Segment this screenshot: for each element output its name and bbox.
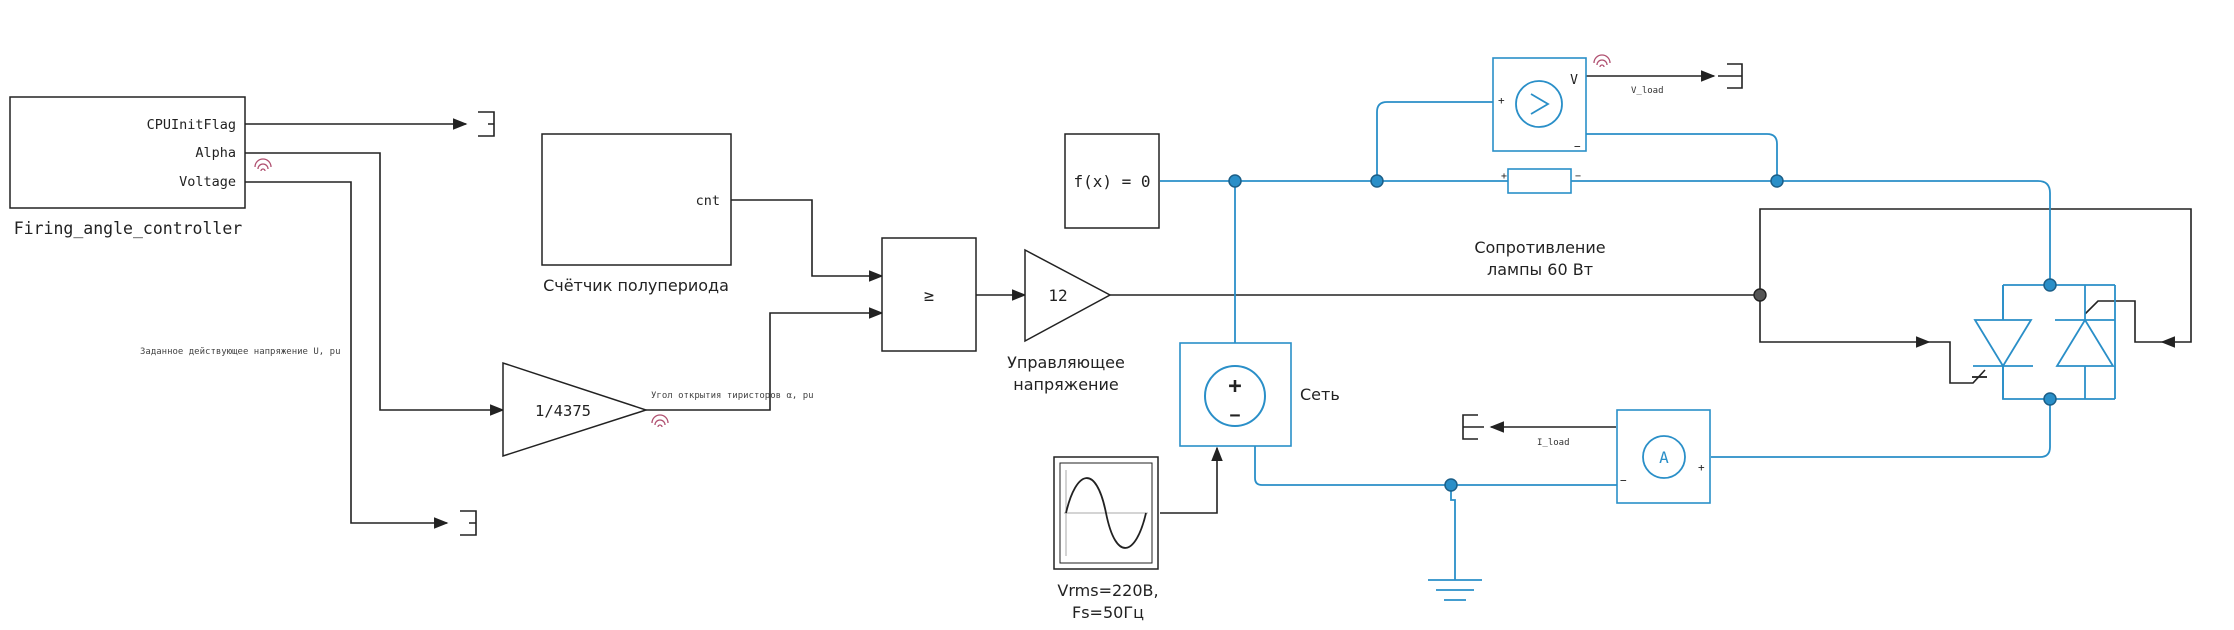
wire-sine-to-source[interactable] — [1160, 446, 1223, 514]
sine-wave-icon — [1064, 470, 1148, 556]
lamp-resistor[interactable]: + − Сопротивление лампы 60 Вт — [1474, 168, 1606, 279]
wire-gain-to-compare[interactable] — [646, 307, 884, 411]
wire-source-to-ground[interactable] — [1254, 446, 1626, 486]
asensor-plus: + — [1698, 461, 1705, 474]
controller-name: Firing_angle_controller — [14, 219, 243, 238]
gain-alpha-value: 1/4375 — [535, 402, 591, 420]
sine-label-2: Fs=50Гц — [1072, 603, 1144, 622]
voltage-sensor-icon[interactable]: V + − V_load — [1492, 57, 1664, 153]
terminator-icon[interactable] — [1462, 414, 1484, 440]
annotation-angle: Угол открытия тиристоров α, pu — [651, 391, 814, 401]
sine-label-1: Vrms=220В, — [1057, 581, 1158, 600]
asensor-minus: − — [1620, 474, 1627, 487]
physical-wires — [1160, 101, 2116, 580]
signal-logging-icon[interactable] — [1593, 54, 1611, 68]
terminator-icon[interactable] — [460, 510, 477, 536]
source-label: Сеть — [1300, 385, 1340, 404]
iload-label: I_load — [1537, 438, 1570, 448]
asensor-letter: A — [1659, 448, 1669, 467]
terminator-icon[interactable] — [1718, 63, 1743, 89]
port-alpha: Alpha — [195, 145, 236, 161]
wire-gate-2[interactable] — [1759, 208, 2192, 348]
signal-logging-icon[interactable] — [651, 414, 669, 428]
lamp-plus: + — [1501, 171, 1507, 182]
thyristor-icon[interactable] — [2055, 285, 2115, 399]
gate-wire-1 — [1929, 341, 1986, 384]
wire-cnt-to-compare[interactable] — [731, 199, 884, 282]
gain-12-value: 12 — [1048, 286, 1067, 305]
vsensor-port: V — [1570, 73, 1578, 88]
wire-voltage[interactable] — [245, 181, 449, 529]
gain-12-label-2: напряжение — [1013, 375, 1118, 394]
signal-logging-icon[interactable] — [254, 158, 272, 172]
vsensor-plus: + — [1498, 94, 1505, 107]
ac-voltage-source[interactable]: + − Сеть — [1179, 342, 1340, 447]
gain-12-label-1: Управляющее — [1007, 353, 1125, 372]
counter-label: Счётчик полупериода — [543, 276, 729, 295]
gain-alpha-block[interactable]: 1/4375 — [502, 361, 649, 458]
vload-label: V_load — [1631, 86, 1664, 96]
ground-icon[interactable] — [1428, 579, 1482, 601]
current-sensor-icon[interactable]: A + − I_load — [1537, 409, 1711, 504]
thyristor-icon[interactable] — [1972, 285, 2033, 399]
bus-top-right[interactable] — [1571, 180, 2051, 285]
wire-gate-1[interactable] — [1759, 295, 1931, 348]
sine-generator[interactable]: Vrms=220В, Fs=50Гц — [1053, 456, 1159, 622]
lamp-label-2: лампы 60 Вт — [1487, 260, 1593, 279]
compare-symbol: ≥ — [924, 286, 934, 306]
firing-angle-controller[interactable]: CPUInitFlag Alpha Voltage Firing_angle_c… — [9, 96, 246, 238]
lamp-minus: − — [1575, 171, 1581, 182]
terminator-icon[interactable] — [478, 111, 495, 137]
signal-wires — [245, 70, 2192, 529]
compare-block[interactable]: ≥ — [881, 237, 977, 352]
junction-dots — [1228, 174, 2057, 492]
gain-control-voltage-block[interactable]: 12 Управляющее напряжение — [1007, 248, 1125, 394]
vsensor-minus: − — [1574, 140, 1581, 153]
wire-ammeter-plus[interactable] — [1711, 399, 2051, 458]
source-plus: + — [1228, 374, 1241, 399]
wire-vsensor-minus[interactable] — [1565, 123, 1778, 181]
annotation-setpoint: Заданное действующее напряжение U, pu — [140, 347, 340, 357]
counter-port-cnt: cnt — [696, 193, 720, 209]
port-voltage: Voltage — [179, 174, 236, 190]
source-minus: − — [1230, 405, 1241, 426]
wire-alpha[interactable] — [245, 152, 505, 416]
port-cpuinitflag: CPUInitFlag — [147, 117, 236, 133]
wire-ground-drop[interactable] — [1450, 485, 1456, 580]
solver-configuration[interactable]: f(x) = 0 — [1064, 133, 1160, 229]
lamp-label-1: Сопротивление — [1474, 238, 1605, 257]
wire-gate-2-inner[interactable] — [2084, 300, 2162, 343]
wire-vsensor-plus[interactable] — [1376, 101, 1493, 181]
half-period-counter[interactable]: cnt Счётчик полупериода — [541, 133, 732, 295]
signal-branch-dot — [1753, 288, 1767, 302]
solver-text: f(x) = 0 — [1073, 172, 1150, 191]
